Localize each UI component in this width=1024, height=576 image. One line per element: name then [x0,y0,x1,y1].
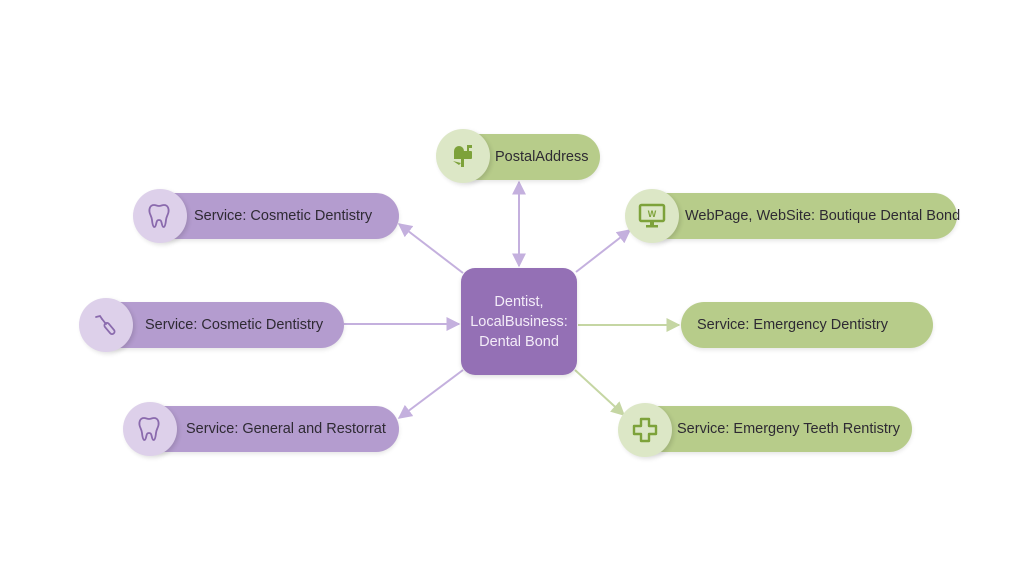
node-label: PostalAddress [495,149,589,165]
node-label: Service: Cosmetic Dentistry [194,208,373,224]
node-label: Service: Cosmetic Dentistry [145,317,324,333]
edge-general-restorative [397,369,464,419]
medical-cross-icon-badge [618,403,672,457]
tooth-icon-badge [133,189,187,243]
node-label: Service: General and Restorrat [186,421,386,437]
dental-tool-icon-badge [79,298,133,352]
node-webpage-website[interactable]: WebPage, WebSite: Boutique Dental Bond [640,193,961,239]
center-node-dentist[interactable]: Dentist, LocalBusiness: Dental Bond [461,268,577,375]
edge-webpage [575,229,632,273]
node-service-emergency-dentistry[interactable]: Service: Emergency Dentistry [681,302,933,348]
edge-emergency-teeth [574,369,626,416]
node-label: Service: Emergeny Teeth Rentistry [677,421,900,437]
mailbox-icon-badge [436,129,490,183]
node-service-general-restorative[interactable]: Service: General and Restorrat [138,406,399,452]
medical-cross-icon [632,417,658,443]
node-service-cosmetic-dentistry-2[interactable]: Service: Cosmetic Dentistry [92,302,344,348]
computer-monitor-icon: W [638,203,666,228]
tooth-icon-badge [123,402,177,456]
tooth-icon [148,204,170,228]
node-service-emergency-teeth[interactable]: Service: Emergeny Teeth Rentistry [630,406,912,452]
node-label: Service: Emergency Dentistry [697,317,888,333]
dental-tool-icon [95,314,116,335]
node-label: WebPage, WebSite: Boutique Dental Bond [685,208,961,224]
computer-monitor-icon-badge: W [625,189,679,243]
edge-cosmetic-dentistry-1 [397,223,464,274]
mailbox-icon [453,145,472,167]
node-service-cosmetic-dentistry[interactable]: Service: Cosmetic Dentistry [146,193,399,239]
center-node-label: Dentist, LocalBusiness: Dental Bond [470,293,568,350]
tooth-icon [138,417,160,441]
svg-text:W: W [648,209,657,219]
